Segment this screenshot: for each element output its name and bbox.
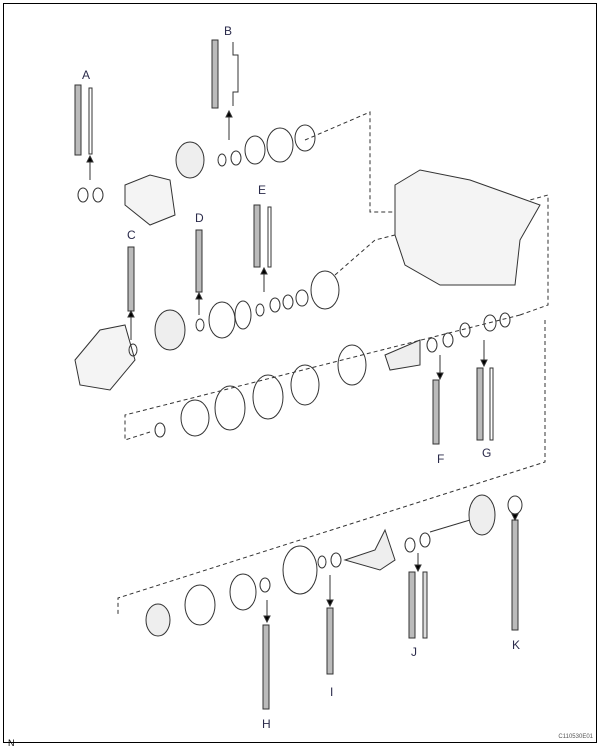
- guide-line-1: [304, 111, 395, 213]
- label-G: G: [482, 446, 492, 460]
- label-H: H: [262, 717, 271, 731]
- guide-line-3: [519, 194, 549, 316]
- label-J: J: [411, 645, 417, 659]
- tool-G: [476, 367, 494, 441]
- tool-J: [408, 571, 428, 639]
- tool-K: [511, 519, 519, 631]
- guide-line-5: [117, 320, 546, 615]
- label-D: D: [195, 211, 204, 225]
- tool-I: [326, 607, 334, 675]
- tool-C: [127, 246, 135, 312]
- label-I: I: [330, 685, 334, 699]
- arrows: [86, 109, 519, 624]
- label-F: F: [437, 452, 445, 466]
- tool-E: [253, 204, 272, 268]
- guide-line-2: [334, 234, 396, 276]
- tool-D: [195, 229, 203, 293]
- diagram-frame: [3, 3, 597, 743]
- corner-mark: N: [8, 738, 15, 748]
- tool-B: [211, 39, 239, 109]
- transaxle-case: [394, 169, 541, 286]
- label-C: C: [127, 228, 136, 242]
- tool-F: [432, 379, 440, 445]
- label-A: A: [82, 68, 91, 82]
- guide-line-4: [124, 314, 521, 441]
- label-B: B: [224, 24, 233, 38]
- tool-A: [74, 84, 93, 156]
- label-K: K: [512, 638, 521, 652]
- tool-H: [262, 624, 270, 710]
- figure-code: C110530E01: [558, 734, 593, 740]
- label-E: E: [258, 183, 267, 197]
